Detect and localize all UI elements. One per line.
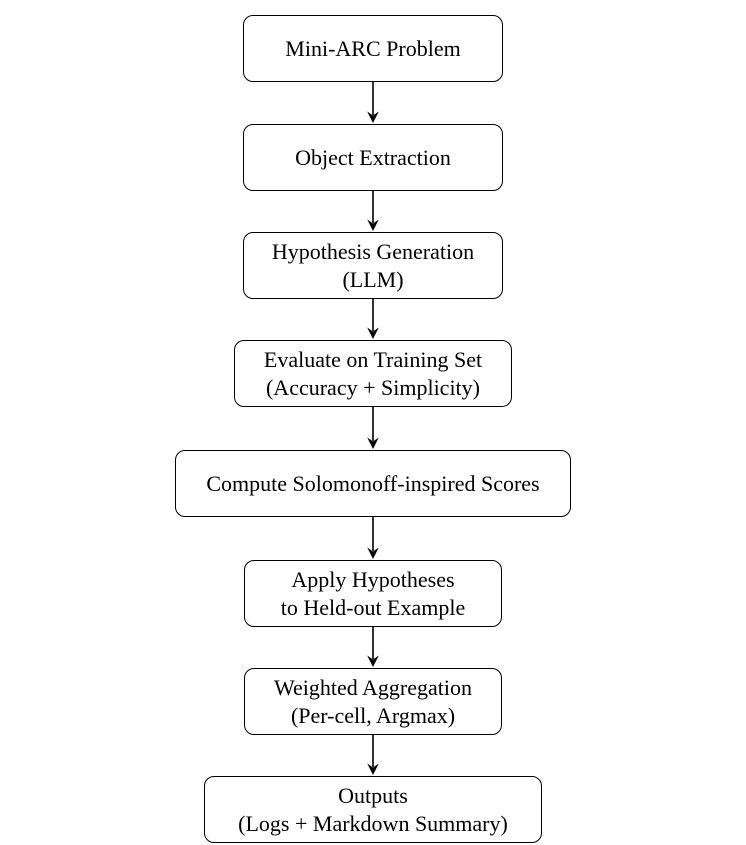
flow-node-apply-hypotheses: Apply Hypotheses to Held-out Example bbox=[244, 560, 502, 627]
flow-node-label: Mini-ARC Problem bbox=[285, 35, 461, 61]
flow-node-hypothesis-generation: Hypothesis Generation (LLM) bbox=[243, 232, 503, 299]
flow-node-label: Compute Solomonoff-inspired Scores bbox=[206, 470, 540, 496]
arrow-5 bbox=[367, 517, 379, 559]
flow-node-evaluate-training-set: Evaluate on Training Set (Accuracy + Sim… bbox=[234, 340, 512, 407]
flow-node-solomonoff-scores: Compute Solomonoff-inspired Scores bbox=[175, 450, 571, 517]
flow-node-label: Weighted Aggregation (Per-cell, Argmax) bbox=[273, 674, 472, 728]
arrow-3 bbox=[367, 299, 379, 339]
arrow-4 bbox=[367, 407, 379, 449]
flow-node-label: Hypothesis Generation (LLM) bbox=[271, 238, 475, 292]
flow-node-label: Evaluate on Training Set (Accuracy + Sim… bbox=[263, 346, 483, 400]
flow-node-object-extraction: Object Extraction bbox=[243, 124, 503, 191]
arrow-7 bbox=[367, 735, 379, 775]
flow-node-mini-arc-problem: Mini-ARC Problem bbox=[243, 15, 503, 82]
arrow-1 bbox=[367, 82, 379, 123]
flow-node-outputs: Outputs (Logs + Markdown Summary) bbox=[204, 776, 542, 843]
arrow-2 bbox=[367, 191, 379, 231]
flow-node-label: Apply Hypotheses to Held-out Example bbox=[280, 566, 466, 620]
flow-node-weighted-aggregation: Weighted Aggregation (Per-cell, Argmax) bbox=[244, 668, 502, 735]
flow-node-label: Object Extraction bbox=[295, 144, 451, 170]
arrow-6 bbox=[367, 627, 379, 667]
flow-node-label: Outputs (Logs + Markdown Summary) bbox=[238, 782, 508, 836]
